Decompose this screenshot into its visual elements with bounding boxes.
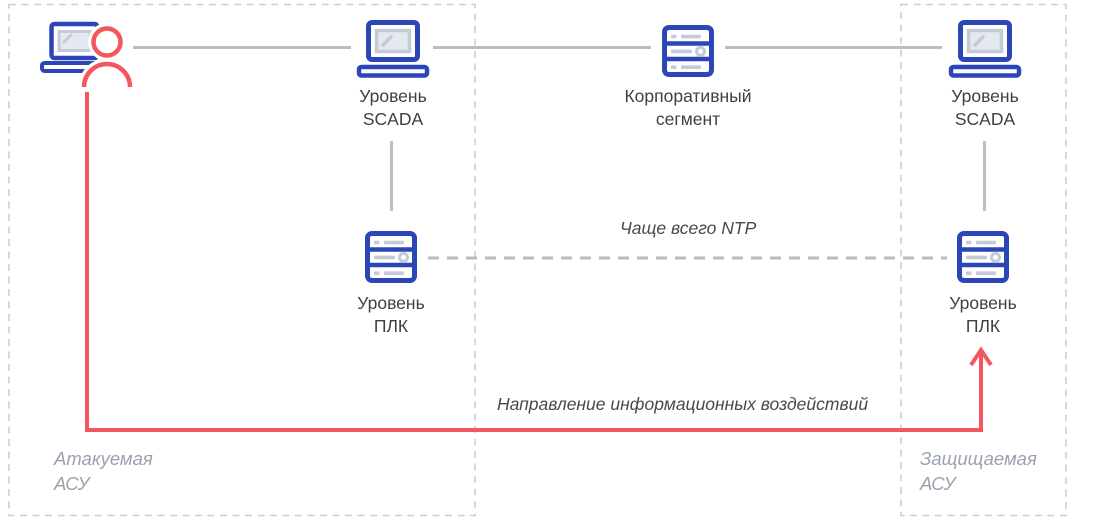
- attack-arrowhead: [969, 346, 993, 367]
- scada-right-workstation-icon: [948, 20, 1022, 78]
- plc-left-server-icon: [365, 231, 417, 283]
- attacked-zone-label: Атакуемая АСУ: [54, 448, 153, 494]
- plc-right-server-icon: [957, 231, 1009, 283]
- plc-left-label: Уровень ПЛК: [357, 293, 425, 336]
- attack-direction-annotation: Направление информационных воздействий: [497, 394, 869, 414]
- corporate-label: Корпоративный сегмент: [624, 86, 752, 129]
- scada-right-label: Уровень SCADA: [951, 86, 1019, 129]
- plc-right-label: Уровень ПЛК: [949, 293, 1017, 336]
- scada-left-workstation-icon: [356, 20, 430, 78]
- attacker-icon: [40, 21, 136, 90]
- corporate-server-icon: [662, 25, 714, 77]
- ntp-annotation: Чаще всего NTP: [620, 218, 757, 238]
- protected-zone-label: Защищаемая АСУ: [920, 448, 1037, 494]
- attack-path: [85, 92, 983, 432]
- scada-left-label: Уровень SCADA: [359, 86, 427, 129]
